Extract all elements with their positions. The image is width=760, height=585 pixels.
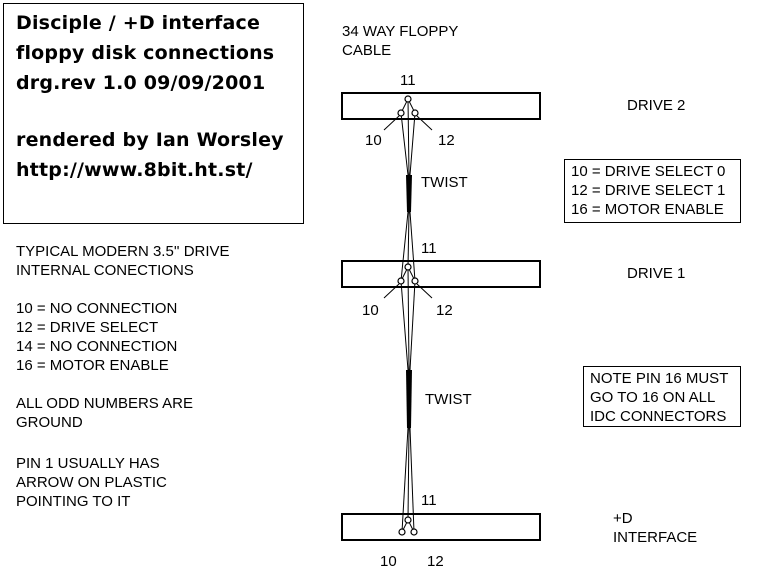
drive-1-label: DRIVE 1	[627, 265, 686, 282]
drive-2-pin-10: 10	[365, 132, 382, 149]
drive-1-pin-11: 11	[421, 240, 437, 257]
note-line-1: NOTE PIN 16 MUST	[590, 370, 729, 387]
typical-line-10: ARROW ON PLASTIC	[16, 474, 167, 491]
typical-line-8: GROUND	[16, 414, 83, 431]
drive-1-pin-12: 12	[436, 302, 453, 319]
drive-2-pin-11: 11	[400, 72, 416, 89]
cable-label-line-2: CABLE	[342, 42, 392, 59]
drive-1-connector	[341, 260, 541, 288]
legend-line-1: 10 = DRIVE SELECT 0	[571, 163, 726, 180]
title-box: Disciple / +D interface floppy disk conn…	[3, 3, 304, 224]
cable-wires	[383, 98, 433, 533]
typical-line-5: 14 = NO CONNECTION	[16, 338, 178, 355]
legend-line-2: 12 = DRIVE SELECT 1	[571, 182, 726, 199]
pin-markers	[397, 95, 419, 536]
interface-label-line-2: INTERFACE	[613, 529, 698, 546]
typical-line-9: PIN 1 USUALLY HAS	[16, 455, 160, 472]
typical-line-2: INTERNAL CONECTIONS	[16, 262, 194, 279]
typical-line-4: 12 = DRIVE SELECT	[16, 319, 159, 336]
title-line-2: floppy disk connections	[16, 42, 275, 64]
typical-line-3: 10 = NO CONNECTION	[16, 300, 178, 317]
title-line-1: Disciple / +D interface	[16, 12, 261, 34]
drive-2-connector	[341, 92, 541, 120]
note-box: NOTE PIN 16 MUST GO TO 16 ON ALL IDC CON…	[583, 366, 741, 427]
drive-2-pin-12: 12	[438, 132, 455, 149]
twist-segments	[406, 175, 412, 428]
interface-pin-12: 12	[427, 553, 444, 570]
interface-label-line-1: +D	[613, 510, 633, 527]
interface-pin-10: 10	[380, 553, 397, 570]
typical-line-1: TYPICAL MODERN 3.5'' DRIVE	[16, 243, 230, 260]
typical-line-11: POINTING TO IT	[16, 493, 131, 510]
legend-box: 10 = DRIVE SELECT 0 12 = DRIVE SELECT 1 …	[564, 159, 741, 223]
note-line-3: IDC CONNECTORS	[590, 408, 727, 425]
interface-connector	[341, 513, 541, 541]
typical-line-6: 16 = MOTOR ENABLE	[16, 357, 169, 374]
legend-line-3: 16 = MOTOR ENABLE	[571, 201, 724, 218]
drive-1-pin-10: 10	[362, 302, 379, 319]
title-line-3: drg.rev 1.0 09/09/2001	[16, 72, 266, 94]
note-line-2: GO TO 16 ON ALL	[590, 389, 716, 406]
twist-label-1: TWIST	[421, 174, 468, 191]
twist-label-2: TWIST	[425, 391, 472, 408]
title-line-4: rendered by Ian Worsley	[16, 129, 284, 151]
interface-pin-11: 11	[421, 492, 437, 509]
title-line-5: http://www.8bit.ht.st/	[16, 159, 253, 181]
drive-2-label: DRIVE 2	[627, 97, 686, 114]
typical-line-7: ALL ODD NUMBERS ARE	[16, 395, 193, 412]
cable-label-line-1: 34 WAY FLOPPY	[342, 23, 459, 40]
